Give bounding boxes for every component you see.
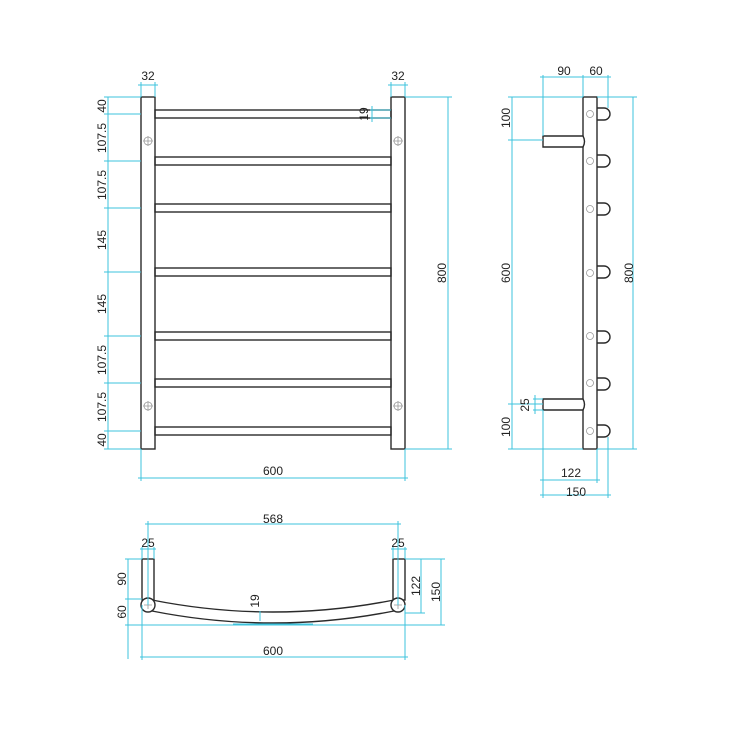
dim-rail-spacing: 107.5 (95, 123, 109, 153)
mounting-hole-icon (143, 136, 403, 411)
dim-overall-height: 800 (435, 263, 449, 283)
dim-side-overall-height: 800 (622, 263, 636, 283)
rail (154, 156, 392, 166)
dim-top-offset: 100 (499, 108, 513, 128)
side-dimension-lines (508, 75, 637, 498)
right-stile (390, 96, 406, 450)
dim-bracket-spacing: 600 (499, 263, 513, 283)
side-stile (582, 96, 598, 450)
dim-centres: 568 (263, 512, 283, 526)
dim-depth-to-wall: 122 (561, 466, 581, 480)
dim-top-rail-diameter: 19 (248, 594, 262, 608)
dim-hook-depth: 60 (589, 64, 603, 78)
dim-top-depth-to-wall: 122 (409, 576, 423, 596)
top-view: 568 25 25 90 60 19 122 150 600 (115, 512, 445, 660)
rail (154, 109, 392, 119)
dim-standoff-depth: 90 (557, 64, 571, 78)
dim-rail-spacing: 145 (95, 294, 109, 314)
curved-rail-bottom-edge (151, 610, 395, 624)
dim-rail-diameter: 19 (357, 107, 371, 121)
dim-rail-spacing: 145 (95, 230, 109, 250)
front-dimension-lines (104, 82, 452, 481)
dim-left-post: 25 (141, 536, 155, 550)
dim-post-depth: 90 (115, 572, 129, 586)
top-dimension-lines (125, 521, 445, 660)
curved-rail-top-edge (151, 599, 395, 613)
dim-rail-spacing: 107.5 (95, 392, 109, 422)
rail (154, 331, 392, 341)
right-post (392, 558, 406, 601)
side-view: 90 60 100 600 100 25 800 122 150 (499, 64, 637, 499)
dim-overall-depth: 150 (566, 485, 586, 499)
dim-rail-spacing: 40 (95, 433, 109, 447)
mounting-hole-icon (586, 110, 594, 435)
rail (154, 378, 392, 388)
dim-left-stile-width: 32 (141, 69, 155, 83)
dim-rail-spacing: 107.5 (95, 345, 109, 375)
dim-top-overall-depth: 150 (429, 582, 443, 602)
rails (154, 109, 392, 436)
dim-right-stile-width: 32 (391, 69, 405, 83)
dim-overall-width: 600 (263, 464, 283, 478)
dim-rail-offset: 60 (115, 605, 129, 619)
rail (154, 203, 392, 213)
top-standoff (542, 135, 586, 148)
dim-rail-spacing: 40 (95, 99, 109, 113)
dim-bracket-height: 25 (518, 398, 532, 412)
front-view: 32 32 19 40 107.5 107.5 145 145 107.5 10… (95, 69, 452, 481)
dim-top-overall-width: 600 (263, 644, 283, 658)
rail-hook-profiles (597, 107, 611, 438)
rail (154, 267, 392, 277)
rail (154, 426, 392, 436)
dim-rail-spacing: 107.5 (95, 170, 109, 200)
dim-bottom-offset: 100 (499, 417, 513, 437)
dim-right-post: 25 (391, 536, 405, 550)
left-stile (140, 96, 156, 450)
bottom-standoff (542, 398, 586, 411)
